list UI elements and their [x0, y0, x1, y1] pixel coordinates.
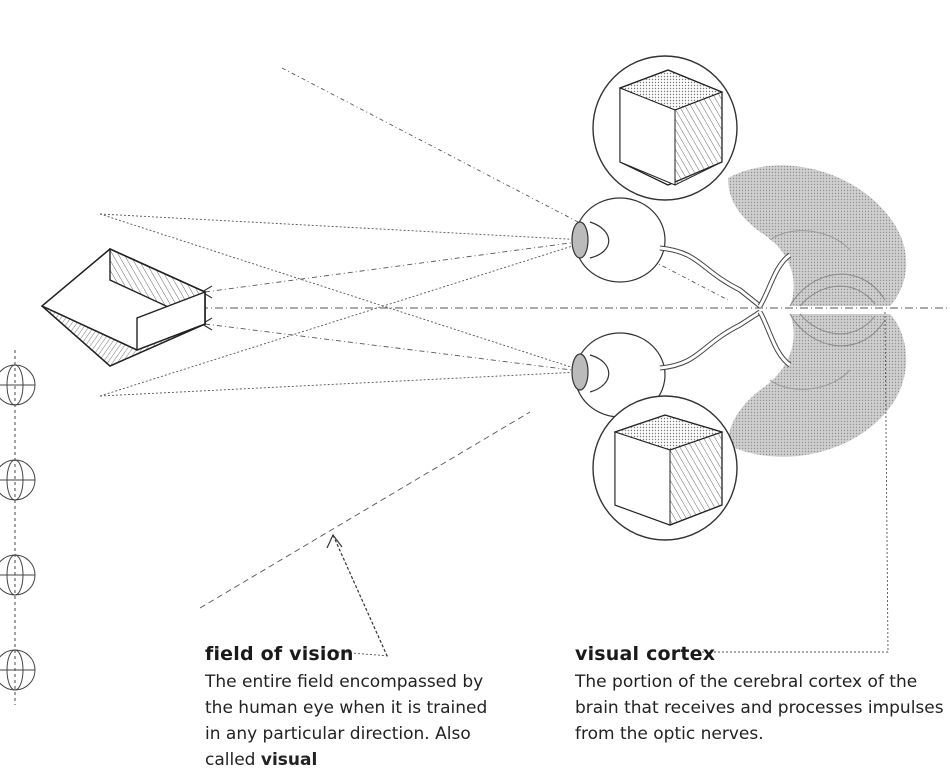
- visual-cortex-term: visual cortex: [575, 643, 716, 665]
- field-of-vision-caption: field of vision The entire field encompa…: [205, 643, 505, 773]
- visual-cortex-definition: The portion of the cerebral cortex of th…: [575, 672, 944, 744]
- globe-icon: [0, 350, 36, 705]
- vision-diagram: [0, 55, 950, 705]
- arrow-icon: [200, 285, 389, 659]
- upper-eye: [571, 197, 762, 308]
- perceived-image-upper: [592, 55, 738, 201]
- field-of-vision-term: field of vision: [205, 643, 354, 665]
- field-of-vision-definition-text: The entire field encompassed by the huma…: [205, 672, 488, 770]
- field-of-vision-definition-bold: visual: [260, 750, 318, 770]
- visual-cortex-leader: [700, 311, 889, 653]
- perceived-image-lower: [592, 395, 738, 541]
- fov-leader: [337, 651, 391, 657]
- visual-cortex-caption: visual cortex The portion of the cerebra…: [575, 643, 945, 747]
- observed-cube: [40, 247, 207, 367]
- lower-eye: [571, 309, 762, 418]
- brain-cortex: [728, 165, 907, 457]
- field-of-vision-definition: The entire field encompassed by the huma…: [205, 669, 505, 773]
